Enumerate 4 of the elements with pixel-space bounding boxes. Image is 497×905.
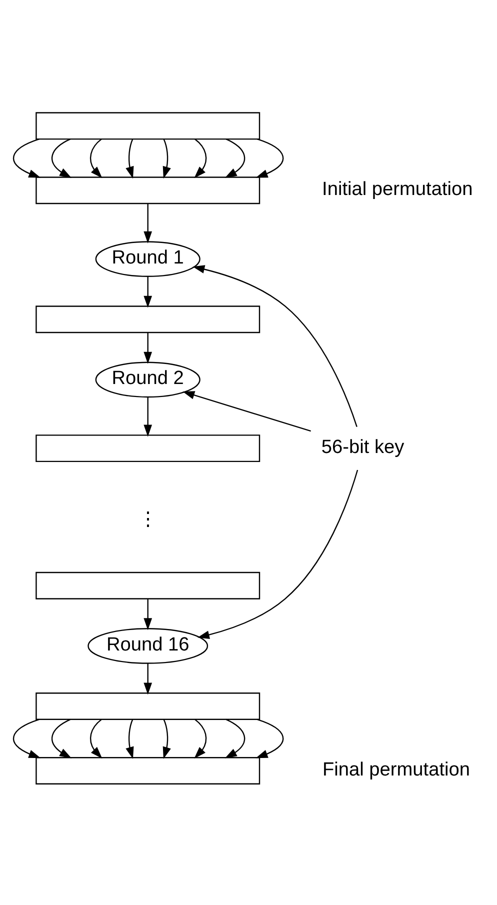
label: ⋮ <box>138 510 158 531</box>
label: Initial permutation <box>322 178 473 200</box>
node-text: 56-bit key <box>321 436 404 458</box>
label: Final permutation <box>322 759 470 780</box>
